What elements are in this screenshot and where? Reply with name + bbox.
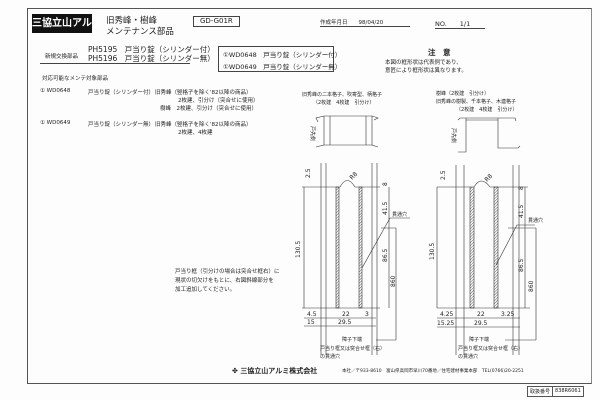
dim-86-5: 86.5 [518, 258, 525, 272]
drawing-caption: 旧秀峰の樹製、千本格子、木連格子 [436, 98, 516, 105]
control-label: 取扱番号 [528, 387, 554, 396]
radius-label: R8 [348, 171, 359, 182]
dim-41-5: 41.5 [382, 201, 389, 215]
note-line: 戸当り框又は突合せ框（右） [320, 345, 385, 352]
dim-2-5: 2.5 [305, 168, 312, 178]
cut-outline [437, 180, 528, 188]
note-line: の貫通穴 [320, 353, 340, 360]
drawing-caption: （2枚建 4枚建 引分け） [456, 106, 517, 113]
instruction-line: 加工追加してください。 [175, 287, 236, 293]
dim-b2: 22 [477, 311, 485, 318]
dim-b2: 22 [342, 311, 350, 318]
company-mark-icon: ✤ [232, 367, 238, 375]
date-row: 作成年月日 98/04/20 [320, 18, 410, 27]
old-parts-box: ①WD0648 戸当り錠（シリンダー付） ①WD0649 戸当り錠（シリンダー無） [218, 46, 342, 72]
frame-lines [455, 165, 520, 355]
drawing-2: 樹峰（2枚建 引分け） 旧秀峰の樹製、千本格子、木連格子 （2枚建 4枚建 引分… [429, 90, 543, 360]
side-label: 戸先側 [450, 128, 457, 143]
hole-label: 貫通穴 [392, 211, 407, 218]
drawing-1: 旧秀峰の二本格子、吹寄型、柄格子 （2枚建 4枚建 引分け） 戸先側 130.5… [295, 91, 410, 360]
dim-c2: 29.5 [338, 319, 352, 326]
compat-line: 2枚建、4枚建 [178, 130, 213, 136]
compat-line: 樹峰 2枚建、引分け（突合せに使用） [160, 106, 258, 112]
hatched-strip [335, 186, 340, 309]
drawing-caption: （2枚建 4枚建 引分け） [313, 99, 374, 106]
radius-label: R8 [483, 173, 494, 184]
dim-b3: 3 [365, 311, 369, 318]
cut-outline [302, 180, 380, 188]
new-parts-list: PH5195 戸当り錠（シリンダー付）PH5196 戸当り錠（シリンダー無） [40, 45, 215, 64]
company-logo: 三協立山アルミ [32, 14, 102, 33]
drawing-caption: 樹峰（2枚建 引分け） [436, 90, 489, 97]
note-line: 戸当り框又は突合せ框（右） [458, 345, 523, 352]
bottom-label: 障子下端 [342, 336, 362, 343]
compat-line: 旧秀峰（竪格子を除く'82以降の商品） [155, 122, 252, 128]
leader-line [495, 224, 535, 266]
hatched-strip [493, 186, 499, 309]
dim-c2: 29.5 [474, 320, 488, 327]
notice-title: 注 意 [428, 48, 451, 57]
dimension-lines [302, 187, 397, 341]
date-value: 98/04/20 [358, 20, 384, 26]
dim-b1: 4.25 [440, 311, 454, 318]
dim-8: 8 [518, 186, 525, 190]
company-name: 三協立山アルミ株式会社 [240, 367, 318, 375]
compat-code: ① WD0649 [40, 120, 71, 126]
instruction-line: 戸当り框（引分けの場合は突合せ框右）に [175, 269, 280, 275]
side-label: 戸先側 [309, 126, 316, 141]
frame-profile [457, 117, 521, 153]
compat-code: ① WD0648 [40, 88, 71, 94]
new-part: PH5195 戸当り錠（シリンダー付） [88, 45, 215, 54]
dim-8: 8 [382, 182, 389, 186]
hatched-strip [358, 186, 363, 309]
dim-c1: 15.25 [437, 320, 454, 327]
number-row: NO. 1/1 [435, 18, 485, 29]
dim-860: 860 [528, 280, 535, 292]
dimension-lines [436, 187, 537, 341]
frame-lines [320, 163, 378, 355]
title-line2: メンテナンス部品 [106, 27, 174, 37]
new-part: PH5196 戸当り錠（シリンダー無） [88, 54, 215, 63]
notice-line: 本図の框形状は代表例であり、 [385, 60, 462, 66]
title-line1: 旧秀峰・樹峰 [106, 16, 158, 26]
old-part: ①WD0649 戸当り錠（シリンダー無） [223, 63, 342, 71]
drawing-caption: 旧秀峰の二本格子、吹寄型、柄格子 [302, 91, 382, 98]
date-label: 作成年月日 [320, 20, 348, 26]
control-value: 838R6061 [555, 388, 581, 394]
document-frame [27, 8, 592, 384]
dim-2-5: 2.5 [440, 170, 447, 180]
number-value: 1/1 [459, 20, 471, 28]
compat-line: 2枚建、引分け（突合せに使用） [178, 98, 259, 104]
instruction-line: 現状の切欠けをもとに、右図斜線部分を [175, 278, 274, 284]
compat-name: 戸当り錠（シリンダー付） [88, 90, 155, 96]
doc-code: GD-G01R [193, 16, 240, 27]
number-label: NO. [435, 20, 447, 28]
dim-c1: 15 [307, 319, 315, 326]
footer-address: 本社／〒933-8610 富山県高岡市早川70番地／住宅建材事業本部 TEL(0… [342, 369, 524, 374]
frame-profile [315, 115, 379, 148]
bottom-label: 障子下端 [469, 336, 489, 343]
dim-b1: 4.5 [307, 311, 317, 318]
hatched-strip [469, 186, 475, 309]
new-parts-label: 新規交換部品 [45, 54, 79, 60]
dim-41-5: 41.5 [518, 204, 525, 218]
dim-130-5: 130.5 [295, 241, 302, 258]
dim-b3: 3.25 [501, 311, 515, 318]
dim-860: 860 [390, 275, 397, 287]
notice-line: 意匠により框形状は異なります。 [385, 68, 467, 74]
note-line: の貫通穴 [458, 353, 478, 360]
leader-line [361, 217, 410, 269]
hole-label: 貫通穴 [528, 217, 543, 224]
old-part: ①WD0648 戸当り錠（シリンダー付） [223, 51, 342, 59]
footer-company: ✤ 三協立山アルミ株式会社 [232, 366, 317, 376]
compat-label: 対応可能なメンテ対象部品 [42, 76, 109, 82]
compat-line: 旧秀峰（竪格子を除く'82以降の商品） [155, 90, 252, 96]
dim-130-5: 130.5 [429, 243, 436, 260]
compat-name: 戸当り錠（シリンダー無） [88, 122, 155, 128]
dim-86-5: 86.5 [382, 248, 389, 262]
